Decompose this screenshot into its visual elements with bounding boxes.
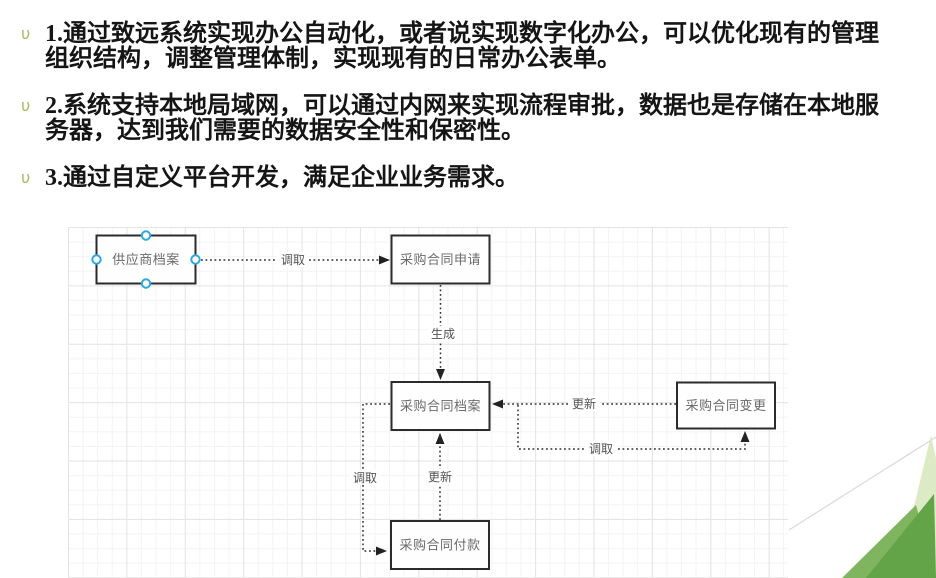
- bullet-3-line-1: 3.通过自定义平台开发，满足企业业务需求。: [45, 165, 519, 191]
- svg-text:生成: 生成: [431, 327, 455, 341]
- edge-label-diaoqu-left: 调取: [349, 470, 381, 485]
- connection-handle-right[interactable]: [190, 254, 201, 265]
- node-supplier-archive[interactable]: 供应商档案: [95, 234, 197, 285]
- bullet-icon: υ: [21, 168, 31, 187]
- bullet-item-1: υ 1.通过致远系统实现办公自动化，或者说实现数字化办公，可以优化现有的管理 组…: [0, 22, 936, 72]
- svg-text:调取: 调取: [589, 442, 613, 456]
- node-purchase-contract-archive[interactable]: 采购合同档案: [390, 381, 491, 431]
- bullet-2-line-2: 务器，达到我们需要的数据安全性和保密性。: [45, 118, 525, 144]
- svg-text:调取: 调取: [353, 471, 377, 485]
- node-purchase-contract-change[interactable]: 采购合同变更: [676, 381, 776, 430]
- connection-handle-top[interactable]: [140, 230, 152, 241]
- bullet-2-line-1: 2.系统支持本地局域网，可以通过内网来实现流程审批，数据也是存储在本地服: [45, 93, 879, 119]
- svg-text:更新: 更新: [428, 469, 452, 484]
- svg-text:更新: 更新: [572, 396, 596, 411]
- connection-handle-left[interactable]: [91, 254, 102, 265]
- edge-label-diaoqu-top: 调取: [277, 252, 309, 267]
- corner-diagonal-line: [788, 436, 936, 531]
- connection-handle-bottom[interactable]: [140, 278, 152, 289]
- bullet-1-line-1: 1.通过致远系统实现办公自动化，或者说实现数字化办公，可以优化现有的管理: [45, 21, 879, 47]
- node-purchase-contract-application[interactable]: 采购合同申请: [390, 234, 491, 285]
- corner-triangle-dark: [866, 494, 936, 578]
- svg-text:调取: 调取: [281, 253, 305, 267]
- bullet-icon: υ: [21, 24, 31, 43]
- bullet-1-line-2: 组织结构，调整管理体制，实现现有的日常办公表单。: [45, 46, 621, 72]
- svg-text:供应商档案: 供应商档案: [112, 252, 180, 267]
- bullet-icon: υ: [21, 96, 31, 115]
- bullet-item-3: υ 3.通过自定义平台开发，满足企业业务需求。: [0, 166, 936, 191]
- node-purchase-contract-payment[interactable]: 采购合同付款: [390, 520, 490, 570]
- bullet-item-2: υ 2.系统支持本地局域网，可以通过内网来实现流程审批，数据也是存储在本地服 务…: [0, 94, 936, 144]
- edge-label-gengxin-right: 更新: [568, 396, 600, 411]
- svg-text:采购合同付款: 采购合同付款: [399, 538, 480, 553]
- svg-text:采购合同变更: 采购合同变更: [685, 398, 766, 413]
- edge-label-gengxin-vertical: 更新: [424, 469, 456, 484]
- edge-label-shengcheng: 生成: [427, 326, 459, 341]
- svg-text:采购合同档案: 采购合同档案: [400, 399, 481, 414]
- edge-label-diaoqu-bottom-right: 调取: [585, 441, 617, 456]
- selection-handles[interactable]: [91, 230, 201, 289]
- svg-text:采购合同申请: 采购合同申请: [400, 252, 481, 267]
- bullet-list: υ 1.通过致远系统实现办公自动化，或者说实现数字化办公，可以优化现有的管理 组…: [0, 22, 936, 213]
- edge-archive-to-change: [517, 405, 750, 450]
